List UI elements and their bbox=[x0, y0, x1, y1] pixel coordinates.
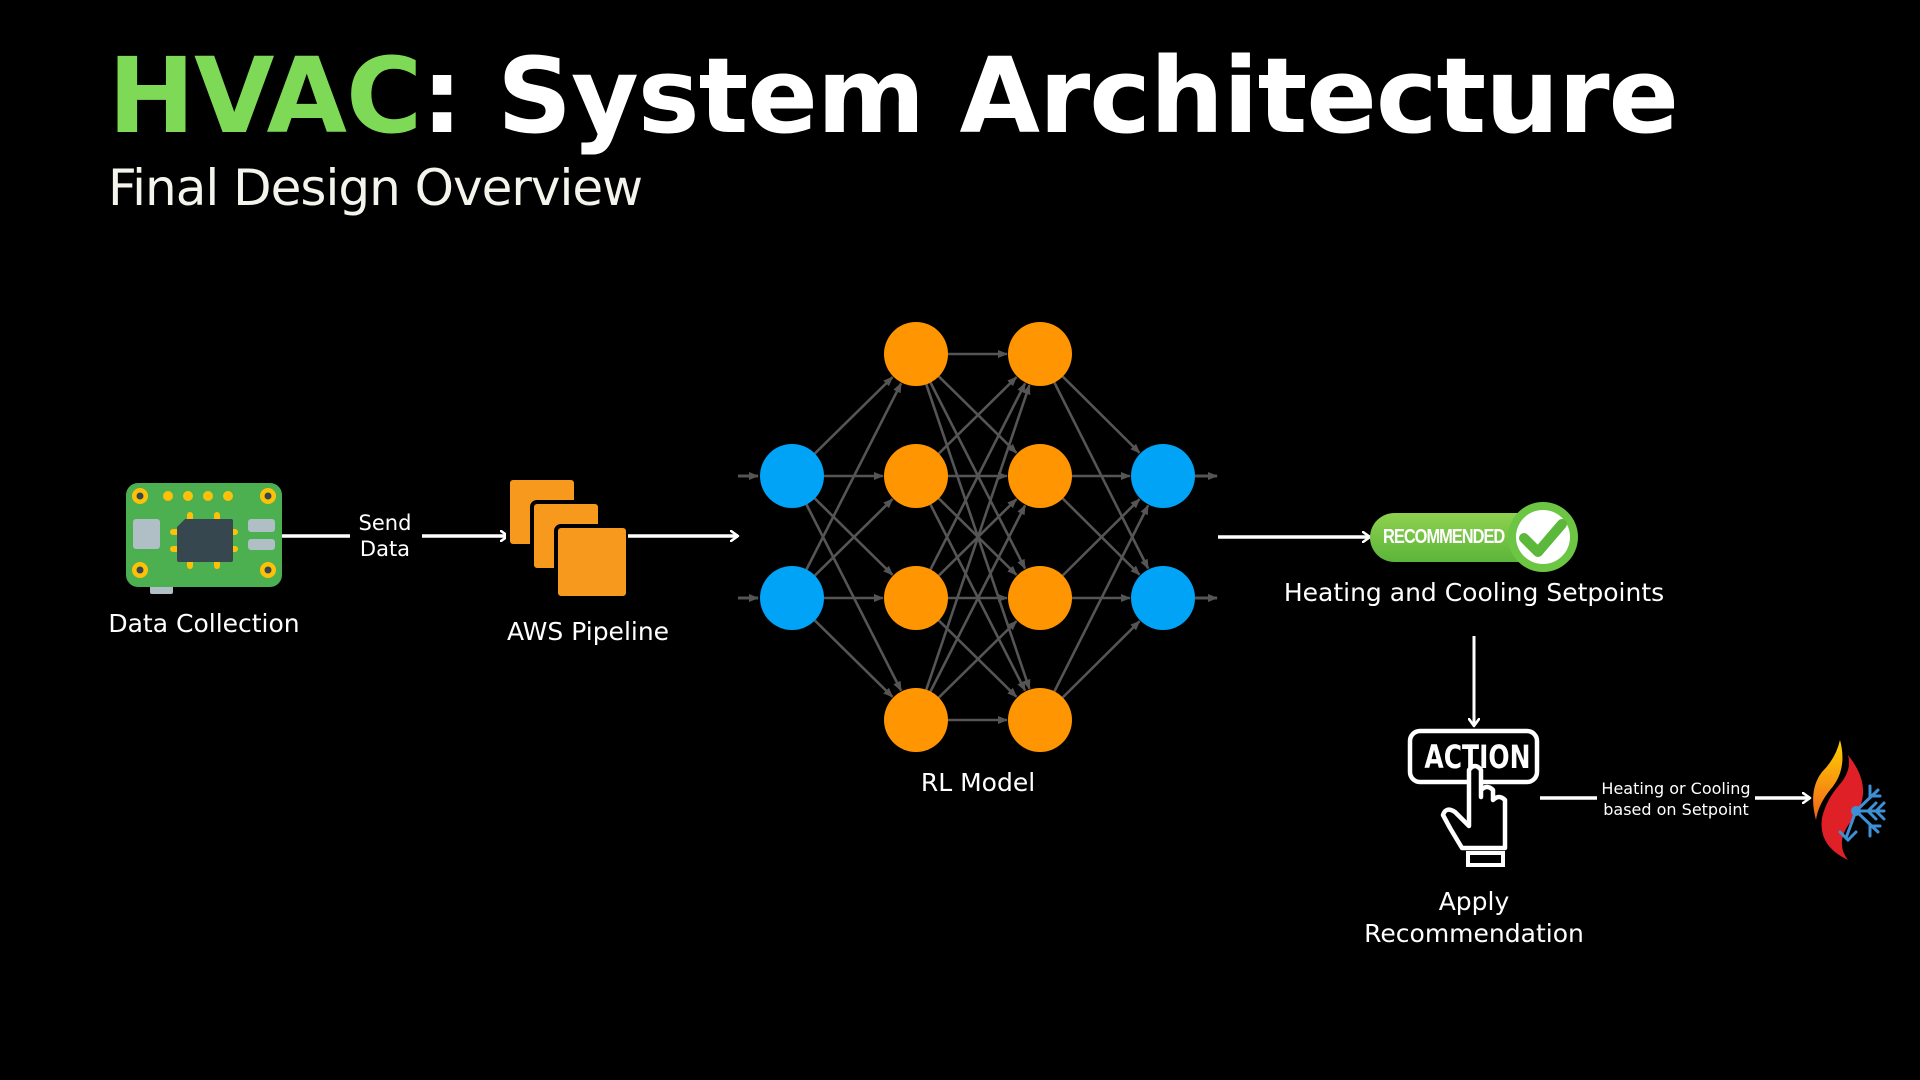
hand-pointer-icon bbox=[1407, 728, 1540, 867]
setpoints-label: Heating and Cooling Setpoints bbox=[1283, 578, 1665, 607]
edge-label-line1: Heating or Cooling bbox=[1601, 779, 1751, 798]
network-edge bbox=[924, 384, 1031, 693]
action-button-text: ACTION bbox=[1424, 738, 1531, 776]
network-edge bbox=[936, 496, 1018, 576]
apply-line2: Recommendation bbox=[1364, 919, 1584, 948]
network-edge bbox=[936, 376, 1018, 456]
neural-network-icon bbox=[760, 322, 1195, 752]
network-edge bbox=[936, 374, 1018, 454]
send-data-line1: Send bbox=[358, 511, 412, 535]
network-edge bbox=[804, 502, 903, 692]
hidden-node bbox=[884, 322, 948, 386]
aws-stacked-squares-icon bbox=[506, 476, 630, 600]
network-edge bbox=[812, 498, 894, 578]
aws-pipeline-label: AWS Pipeline bbox=[506, 617, 670, 646]
hidden-node bbox=[884, 444, 948, 508]
output-node bbox=[1131, 444, 1195, 508]
input-node bbox=[760, 566, 824, 630]
send-data-line2: Data bbox=[359, 537, 411, 561]
rl-model-label: RL Model bbox=[920, 768, 1036, 797]
edge-label-line2: based on Setpoint bbox=[1603, 800, 1749, 819]
input-node bbox=[760, 444, 824, 508]
page-subtitle: Final Design Overview bbox=[108, 159, 643, 217]
apply-recommendation-label: Apply Recommendation bbox=[1364, 886, 1584, 950]
data-collection-label: Data Collection bbox=[108, 609, 300, 638]
circuit-board-icon bbox=[126, 483, 282, 594]
hidden-node bbox=[1008, 444, 1072, 508]
hidden-node bbox=[1008, 688, 1072, 752]
network-edge bbox=[928, 504, 1027, 694]
title-rest: : System Architecture bbox=[421, 35, 1679, 157]
heating-cooling-edge-label: Heating or Cooling based on Setpoint bbox=[1601, 778, 1750, 820]
title-accent: HVAC bbox=[108, 35, 422, 157]
hidden-node bbox=[1008, 322, 1072, 386]
network-edge bbox=[812, 618, 894, 698]
network-edge bbox=[1060, 496, 1141, 576]
network-edge bbox=[812, 496, 894, 576]
recommended-badge-text: RECOMMENDED bbox=[1383, 526, 1505, 548]
network-edge bbox=[936, 620, 1018, 700]
network-edge bbox=[804, 382, 903, 572]
network-edge bbox=[1060, 374, 1141, 454]
network-edge bbox=[812, 376, 894, 456]
flame-snowflake-icon bbox=[1813, 740, 1886, 860]
apply-line1: Apply bbox=[1438, 887, 1510, 916]
send-data-label: Send Data bbox=[359, 510, 412, 562]
hidden-node bbox=[884, 566, 948, 630]
output-node bbox=[1131, 566, 1195, 630]
network-edge bbox=[936, 618, 1018, 698]
network-edge bbox=[1060, 498, 1141, 578]
recommended-badge bbox=[1370, 502, 1578, 572]
neural-network-edges bbox=[738, 350, 1218, 724]
network-edge bbox=[1060, 620, 1141, 700]
page-title: HVAC: System Architecture bbox=[108, 35, 1679, 157]
network-edge bbox=[1052, 504, 1150, 694]
checkmark-icon bbox=[1519, 519, 1567, 557]
network-edge bbox=[928, 382, 1027, 572]
hidden-node bbox=[884, 688, 948, 752]
hidden-node bbox=[1008, 566, 1072, 630]
